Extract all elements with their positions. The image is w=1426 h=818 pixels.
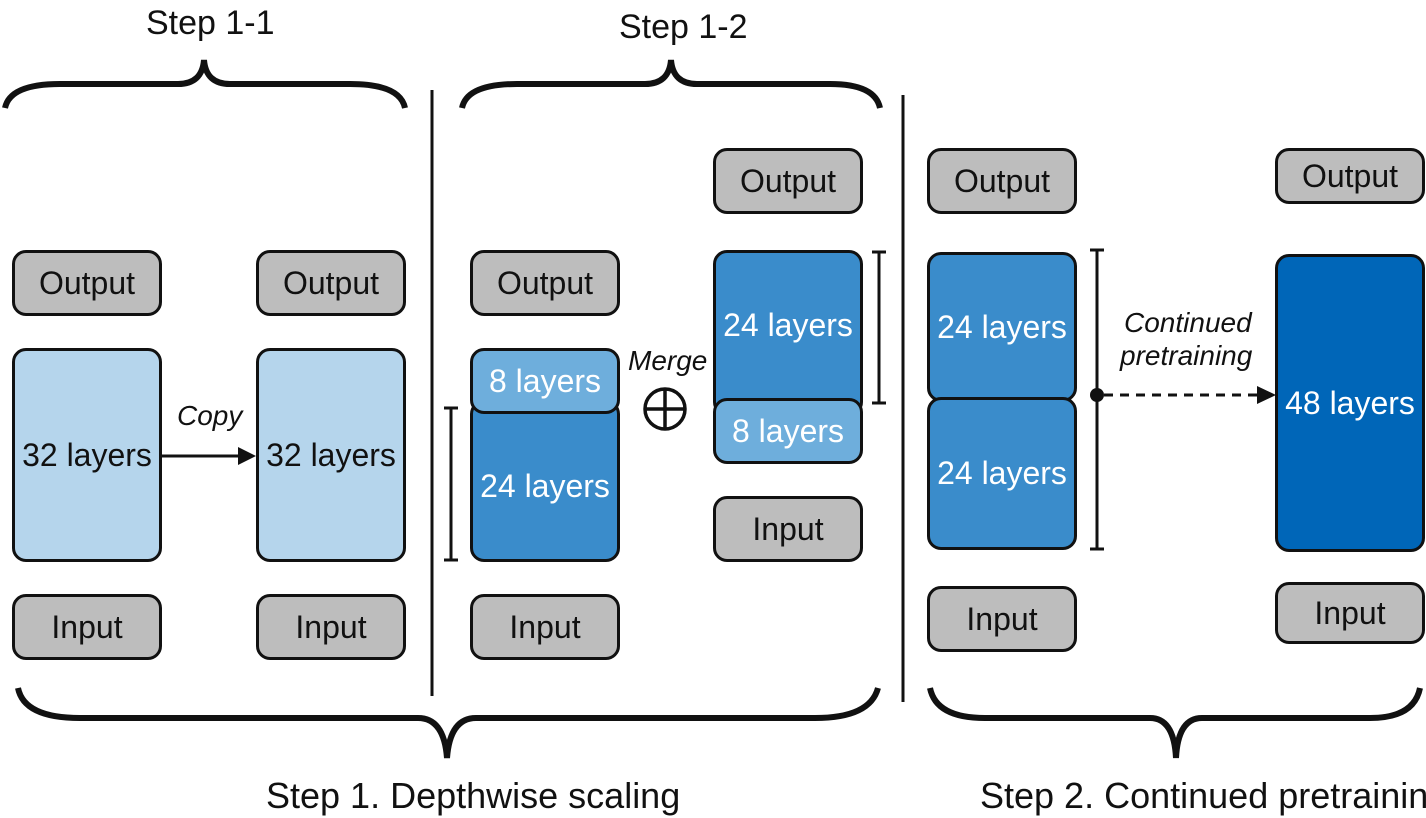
step1-1-left-input: Input	[12, 594, 162, 660]
step1-2-right-output: Output	[713, 148, 863, 214]
step2-merged-bottom-24-layers: 24 layers	[927, 397, 1077, 550]
copy-arrow-head	[238, 447, 256, 465]
step2-merged-input: Input	[927, 586, 1077, 652]
step1-1-right-output: Output	[256, 250, 406, 316]
step1-2-left-output: Output	[470, 250, 620, 316]
step1-2-right-24-layers-label: 24 layers	[723, 306, 853, 343]
step1-2-left-input: Input	[470, 594, 620, 660]
pretraining-label-line1: Continued	[1124, 307, 1252, 338]
step1-1-title: Step 1-1	[146, 4, 275, 42]
bracket-step1-2-right	[872, 250, 886, 405]
merge-label: Merge	[628, 345, 708, 376]
pretraining-label-line2: pretraining	[1120, 340, 1253, 371]
step2-merged-output: Output	[927, 148, 1077, 214]
brace-step2	[927, 687, 1423, 759]
step1-footer-title: Step 1. Depthwise scaling	[266, 775, 681, 816]
step1-2-right-input: Input	[713, 496, 863, 562]
step1-1-left-output: Output	[12, 250, 162, 316]
step1-2-left-24-layers-label: 24 layers	[480, 467, 610, 504]
step1-1-left-layers: 32 layers	[12, 348, 162, 562]
step1-2-right-24-layers: 24 layers	[713, 250, 863, 416]
step1-2-title: Step 1-2	[619, 8, 748, 46]
step2-merged-top-24-layers: 24 layers	[927, 252, 1077, 402]
step1-2-left-8-layers: 8 layers	[470, 348, 620, 414]
brace-step1-1	[2, 59, 408, 109]
pretraining-arrow-origin	[1090, 388, 1104, 402]
step1-2-left-24-layers: 24 layers	[470, 400, 620, 562]
bracket-step1-2-left	[444, 406, 458, 562]
copy-label: Copy	[177, 400, 243, 431]
step2-final-output: Output	[1275, 148, 1425, 204]
step1-2-right-8-layers: 8 layers	[713, 398, 863, 464]
step1-1-right-layers: 32 layers	[256, 348, 406, 562]
step2-footer-title: Step 2. Continued pretraining	[980, 775, 1426, 816]
brace-step1-2	[459, 59, 883, 109]
step2-final-48-layers: 48 layers	[1275, 254, 1425, 552]
step2-final-input: Input	[1275, 582, 1425, 644]
merge-icon	[643, 387, 687, 431]
brace-step1	[15, 687, 881, 759]
pretraining-arrow-head	[1257, 386, 1276, 404]
step1-1-right-input: Input	[256, 594, 406, 660]
